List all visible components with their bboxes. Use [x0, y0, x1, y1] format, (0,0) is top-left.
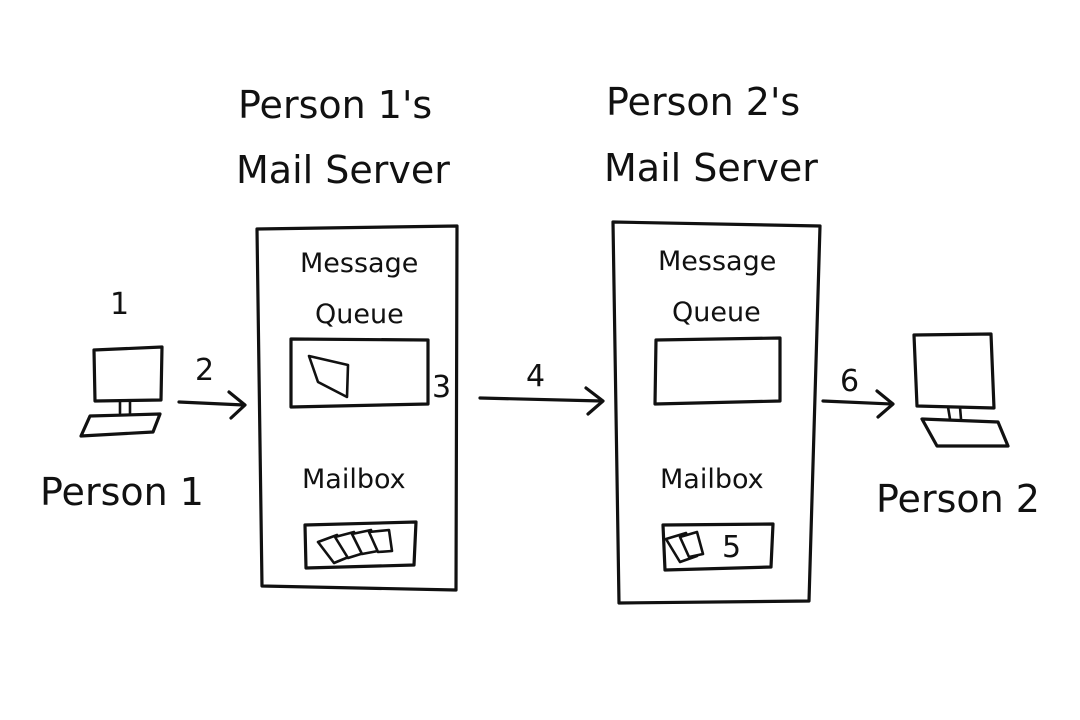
arrow-6-right-arrow-icon [821, 389, 895, 419]
server1-queue-label-line2: Queue [315, 299, 404, 330]
server1-mailbox-envelope-icon [316, 528, 394, 565]
step-5-label: 5 [722, 530, 741, 565]
server1-title-line2: Mail Server [236, 148, 450, 192]
server2-mailbox [661, 522, 775, 572]
step-2-label: 2 [195, 353, 214, 388]
sender-computer-icon [79, 345, 164, 438]
server2-box [611, 220, 822, 605]
server1-title-line1: Person 1's [238, 83, 432, 127]
server1-mailbox-label: Mailbox [302, 464, 406, 495]
step-6-label: 6 [840, 364, 859, 399]
receiver-label: Person 2 [876, 477, 1040, 521]
server2-title-line2: Mail Server [604, 146, 818, 190]
server2-message-queue [653, 336, 782, 406]
receiver-computer-icon [912, 332, 1010, 448]
server1-mailbox [303, 520, 418, 570]
server2-queue-label-line2: Queue [672, 297, 761, 328]
step-4-label: 4 [526, 359, 545, 394]
server2-mailbox-label: Mailbox [660, 464, 764, 495]
server1-queue-label-line1: Message [300, 248, 418, 279]
arrow-4-right-arrow-icon [478, 386, 605, 416]
server1-queued-envelope-icon [307, 354, 350, 399]
sender-label: Person 1 [40, 470, 204, 514]
server2-queue-label-line1: Message [658, 246, 776, 277]
step-3-label: 3 [432, 370, 451, 405]
server1-box [255, 224, 459, 592]
server1-message-queue [289, 337, 430, 409]
server2-title-line1: Person 2's [606, 80, 800, 124]
step-1-label: 1 [110, 287, 129, 322]
server2-mailbox-envelope-icon [664, 530, 705, 564]
arrow-2-right-arrow-icon [177, 390, 247, 420]
